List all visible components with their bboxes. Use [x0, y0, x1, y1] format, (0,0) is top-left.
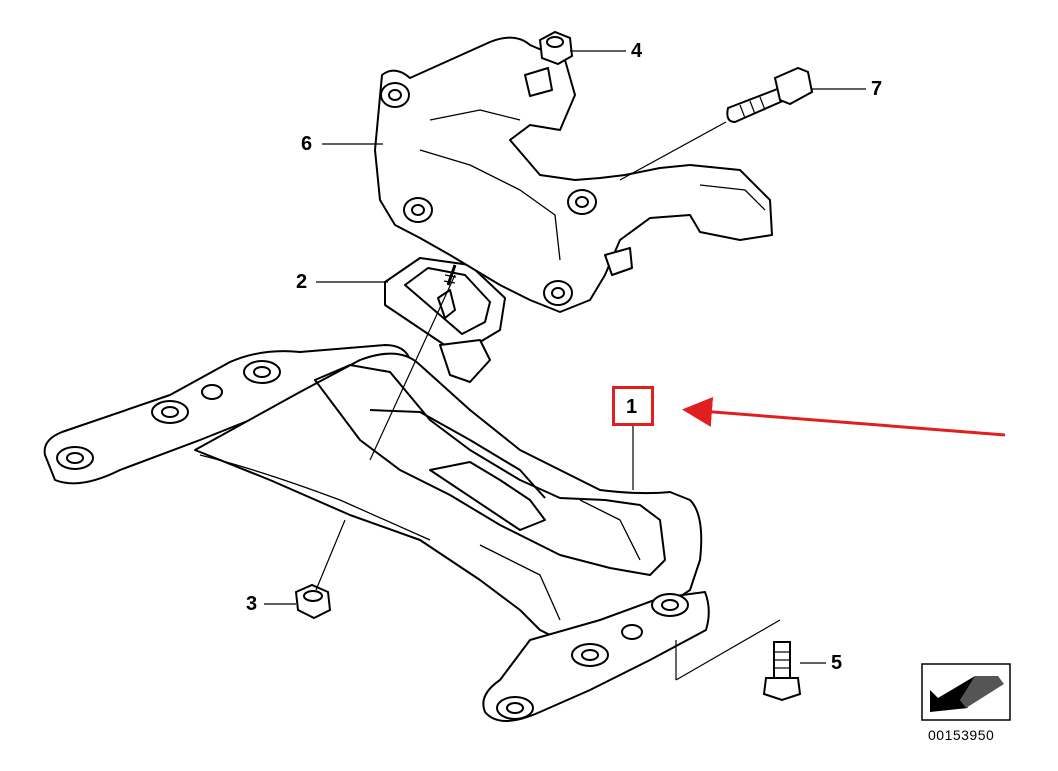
highlight-box: [612, 386, 654, 426]
nut-part-3: [294, 583, 332, 620]
nut-part-4: [538, 30, 574, 66]
direction-arrow-icon: [921, 663, 1011, 721]
document-number: 00153950: [928, 727, 995, 743]
bolt-part-7: [726, 66, 814, 124]
callout-part-2: 2: [296, 271, 308, 293]
rubber-mount-part: [384, 257, 506, 383]
red-arrow-icon: [682, 396, 1006, 437]
leader-lines: [264, 50, 866, 681]
callout-part-7: 7: [871, 78, 883, 100]
transmission-bracket-part: [374, 36, 773, 313]
callout-part-4: 4: [631, 40, 643, 62]
callout-part-5: 5: [831, 652, 843, 674]
callout-part-3: 3: [246, 593, 258, 615]
callout-part-1: 1: [626, 396, 638, 418]
callout-part-6: 6: [301, 133, 313, 155]
bolt-part-5: [762, 641, 802, 702]
crossmember-part: [43, 344, 710, 722]
